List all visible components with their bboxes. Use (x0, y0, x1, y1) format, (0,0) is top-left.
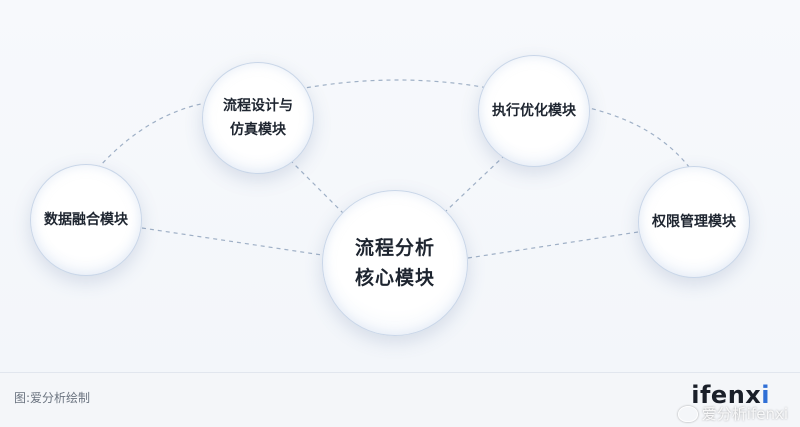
node-data-fusion: 数据融合模块 (30, 164, 142, 276)
diagram-canvas: 流程设计与 仿真模块 执行优化模块 数据融合模块 权限管理模块 流程分析 核心模… (0, 0, 800, 372)
figure-caption: 图:爱分析绘制 (14, 391, 91, 405)
node-process-design-simulation: 流程设计与 仿真模块 (202, 62, 314, 174)
link-design-core (289, 159, 346, 216)
link-perm-core (467, 231, 639, 259)
brand-accent: i (761, 381, 770, 409)
weibo-icon (677, 405, 698, 422)
node-label: 执行优化模块 (492, 103, 576, 119)
node-label: 仿真模块 (230, 122, 286, 138)
watermark-text: 爱分析ifenxi (701, 405, 788, 423)
brand-logo: ifenxi (691, 381, 770, 409)
node-label: 数据融合模块 (44, 212, 128, 228)
core-label: 核心模块 (354, 267, 435, 289)
node-permission-management: 权限管理模块 (638, 166, 750, 278)
outer-arc (91, 79, 696, 176)
connection-lines (91, 79, 696, 259)
link-exec-core (444, 154, 506, 213)
node-label: 权限管理模块 (652, 214, 736, 230)
brand-text: ifenx (691, 381, 762, 409)
watermark: 爱分析ifenxi (677, 403, 788, 424)
core-label: 流程分析 (354, 237, 435, 259)
link-data-core (141, 227, 323, 256)
node-core-process-analysis: 流程分析 核心模块 (322, 190, 468, 336)
footer: 图:爱分析绘制 ifenxi 爱分析ifenxi (0, 372, 800, 427)
node-label: 流程设计与 (223, 98, 293, 114)
node-execution-optimization: 执行优化模块 (478, 55, 590, 167)
